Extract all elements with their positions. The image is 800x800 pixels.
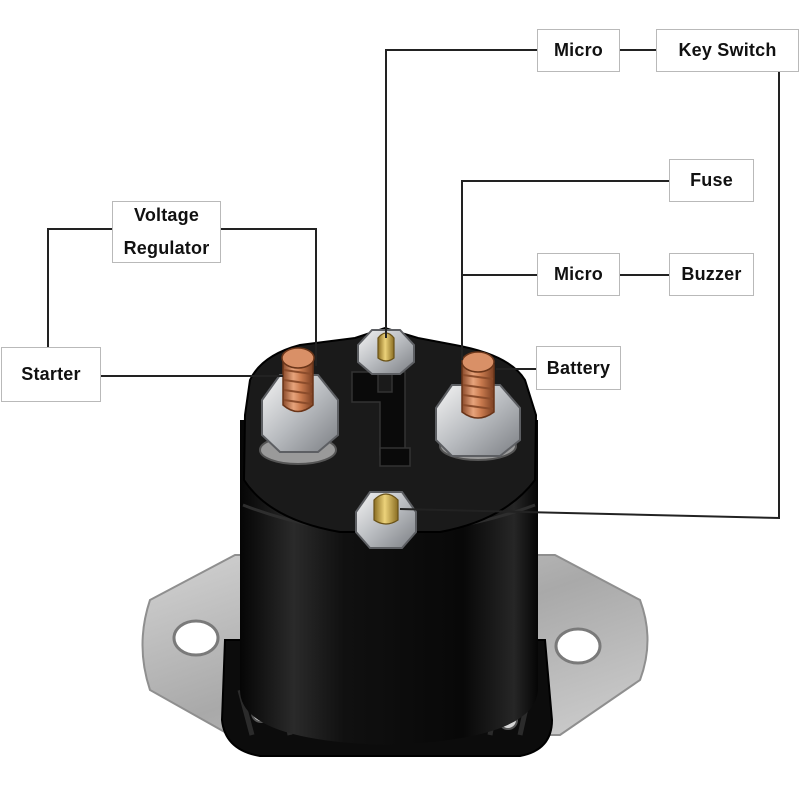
wire-voltage-regulator-right: [221, 228, 317, 366]
small-terminal-front: [355, 491, 417, 549]
mounting-hole-left: [172, 619, 220, 657]
label-key-switch: Key Switch: [656, 29, 799, 72]
label-micro-top-text: Micro: [553, 40, 603, 60]
label-fuse: Fuse: [669, 159, 754, 202]
label-micro-middle-text: Micro: [553, 264, 603, 284]
label-battery: Battery: [536, 346, 621, 390]
label-key-switch-text: Key Switch: [678, 40, 777, 60]
mounting-hole-right: [554, 627, 602, 665]
label-fuse-text: Fuse: [690, 170, 733, 190]
connection-wires: [47, 49, 780, 520]
label-micro-middle: Micro: [537, 253, 620, 296]
small-terminal-top: [357, 329, 415, 375]
label-starter-text: Starter: [21, 364, 81, 384]
label-buzzer-text: Buzzer: [681, 264, 742, 284]
label-voltage-regulator-line2: Regulator: [123, 238, 210, 258]
wire-fuse: [461, 180, 669, 360]
label-voltage-regulator: Voltage Regulator: [112, 201, 221, 263]
wire-keyswitch-front-terminal: [399, 72, 780, 520]
label-battery-text: Battery: [546, 357, 611, 378]
label-starter: Starter: [1, 347, 101, 402]
label-buzzer: Buzzer: [669, 253, 754, 296]
label-voltage-regulator-line1: Voltage: [133, 204, 200, 225]
wire-voltage-regulator-left: [47, 228, 112, 347]
label-micro-top: Micro: [537, 29, 620, 72]
large-terminal-right: [435, 351, 521, 461]
large-terminal-left: [259, 347, 339, 465]
wire-micro-top: [385, 49, 537, 338]
